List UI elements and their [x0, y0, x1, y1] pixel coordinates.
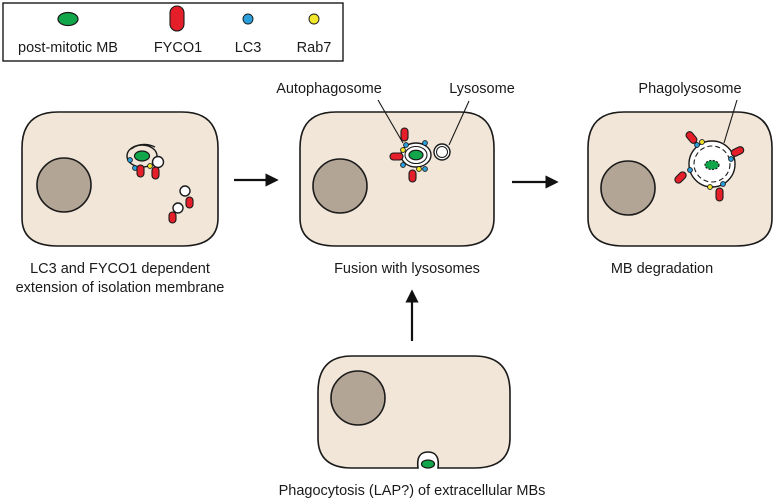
cell-degradation: Phagolysosome MB degradation	[587, 81, 773, 277]
caption-isolation-line2: extension of isolation membrane	[16, 280, 225, 296]
cell-body	[21, 111, 219, 247]
caption-fusion: Fusion with lysosomes	[334, 261, 480, 277]
lc3-icon	[403, 142, 409, 148]
caption-phagocytosis: Phagocytosis (LAP?) of extracellular MBs	[279, 483, 546, 499]
nucleus	[36, 157, 92, 213]
rab7-icon	[416, 166, 422, 172]
fyco1-icon	[168, 211, 177, 224]
legend-label-mb: post-mitotic MB	[18, 40, 118, 56]
lc3-icon	[728, 156, 734, 162]
lc3-icon	[422, 140, 428, 146]
mb-icon	[420, 459, 436, 469]
nucleus	[330, 370, 386, 426]
mb-icon	[704, 159, 720, 171]
nucleus	[600, 160, 656, 216]
fyco1-icon	[169, 5, 185, 32]
mb-icon	[57, 11, 79, 27]
lc3-icon	[242, 13, 254, 25]
lc3-icon	[720, 181, 726, 187]
fyco1-icon	[151, 166, 160, 180]
vesicle	[179, 185, 191, 197]
cell-phagocytosis: Phagocytosis (LAP?) of extracellular MBs	[279, 355, 546, 499]
cell-fusion: Autophagosome Lysosome Fusion with lysos…	[276, 81, 515, 277]
rab7-icon	[147, 163, 153, 169]
fyco1-icon	[400, 127, 409, 142]
vesicle	[172, 202, 184, 214]
legend-label-rab7: Rab7	[297, 40, 332, 56]
pointer-line	[377, 99, 404, 144]
fyco1-icon	[408, 169, 417, 183]
fyco1-icon	[389, 152, 404, 161]
legend-label-fyco1: FYCO1	[154, 40, 202, 56]
fyco1-icon	[136, 164, 145, 178]
mb-icon	[133, 150, 151, 162]
lc3-icon	[127, 157, 133, 163]
vesicle	[151, 155, 165, 169]
fyco1-icon	[674, 171, 687, 184]
lc3-icon	[400, 162, 406, 168]
rab7-icon	[400, 147, 406, 153]
lc3-icon	[694, 142, 700, 148]
legend-label-lc3: LC3	[235, 40, 262, 56]
lc3-icon	[422, 166, 428, 172]
fyco1-icon	[185, 196, 194, 209]
pointer-line	[448, 100, 470, 146]
pointer-line	[723, 99, 738, 144]
mb-icon	[408, 149, 424, 161]
label-lysosome: Lysosome	[449, 81, 515, 97]
nucleus	[312, 158, 368, 214]
label-autophagosome: Autophagosome	[276, 81, 382, 97]
rab7-icon	[308, 13, 320, 25]
caption-degradation: MB degradation	[611, 261, 713, 277]
fyco1-icon	[730, 146, 745, 157]
label-phagolysosome: Phagolysosome	[638, 81, 741, 97]
caption-isolation-line1: LC3 and FYCO1 dependent	[30, 261, 210, 277]
cell-isolation-membrane: LC3 and FYCO1 dependent extension of iso…	[16, 111, 225, 296]
lc3-icon	[687, 167, 693, 173]
rab7-icon	[699, 139, 705, 145]
rab7-icon	[707, 184, 713, 190]
fyco1-icon	[715, 187, 724, 202]
legend: post-mitotic MB FYCO1 LC3 Rab7	[2, 2, 344, 62]
